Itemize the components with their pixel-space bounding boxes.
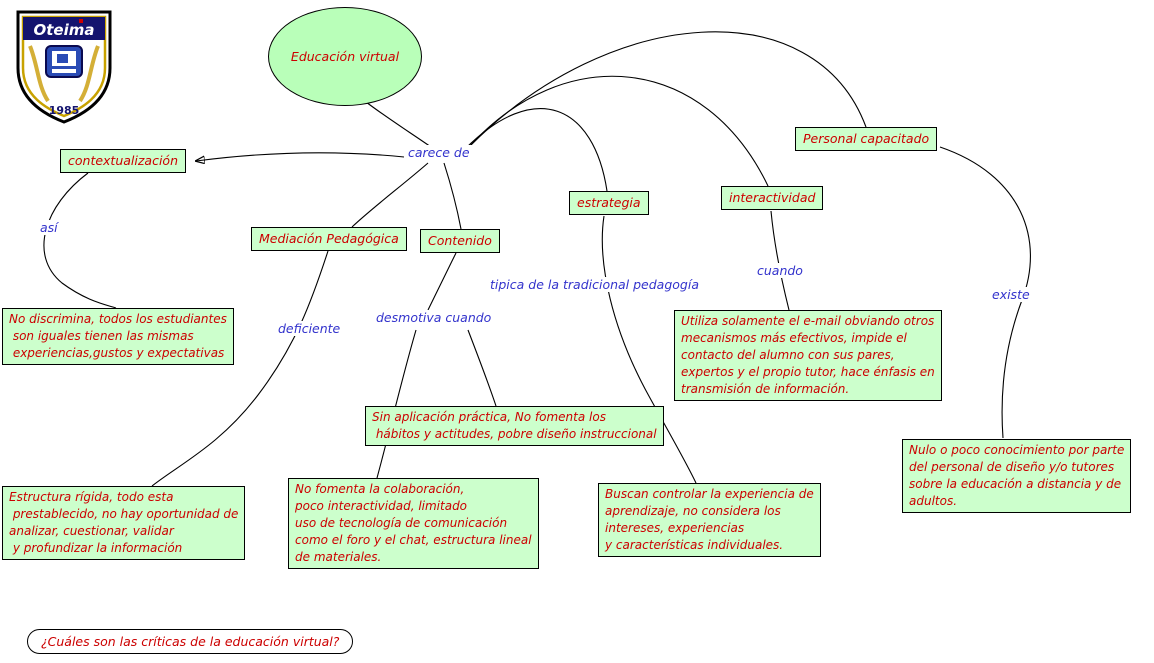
focus-question[interactable]: ¿Cuáles son las críticas de la educación… (27, 629, 354, 654)
link-carece-de[interactable]: carece de (406, 145, 472, 160)
link-tipica[interactable]: tipica de la tradicional pedagogía (488, 277, 701, 292)
node-mediacion-pedagogica[interactable]: Mediación Pedagógica (251, 227, 407, 251)
wire-mediacion-deficiente-estructura (151, 250, 329, 487)
link-deficiente[interactable]: deficiente (276, 321, 343, 336)
wire-root-carece (365, 101, 432, 148)
node-buscan-controlar[interactable]: Buscan controlar la experiencia de apren… (598, 483, 821, 558)
node-nulo-conocimiento[interactable]: Nulo o poco conocimiento por parte del p… (902, 439, 1132, 514)
wire-desmotiva-sinaplicacion (467, 329, 497, 407)
link-desmotiva-cuando[interactable]: desmotiva cuando (374, 310, 494, 325)
node-contextualizacion[interactable]: contextualización (60, 149, 186, 173)
node-estrategia[interactable]: estrategia (569, 191, 649, 215)
logo-name-text: Oteima (34, 21, 95, 39)
wire-carece-estrategia (463, 108, 608, 192)
node-personal-capacitado[interactable]: Personal capacitado (795, 127, 938, 151)
node-no-fomenta[interactable]: No fomenta la colaboración, poco interac… (288, 478, 539, 570)
oteima-shield-icon: Oteima 1985 (16, 10, 112, 124)
wire-carece-contextualizacion (196, 152, 405, 161)
wire-interactividad-cuando-utiliza (770, 210, 790, 311)
node-educacion-virtual-label: Educación virtual (290, 49, 400, 64)
wire-carece-mediacion (351, 162, 429, 228)
oteima-logo: Oteima 1985 (8, 4, 120, 132)
node-utiliza-email[interactable]: Utiliza solamente el e-mail obviando otr… (674, 310, 942, 402)
node-sin-aplicacion[interactable]: Sin aplicación práctica, No fomenta los … (365, 406, 664, 447)
node-no-discrimina[interactable]: No discrimina, todos los estudiantes son… (2, 308, 234, 366)
wire-desmotiva-nofomenta (376, 329, 417, 479)
link-existe[interactable]: existe (990, 287, 1032, 302)
logo-year-text: 1985 (49, 104, 80, 117)
node-educacion-virtual[interactable]: Educación virtual (268, 7, 422, 106)
node-estructura-rigida[interactable]: Estructura rígida, todo esta prestableci… (2, 486, 246, 561)
wire-carece-contenido (443, 162, 462, 230)
wire-carece-interactividad (467, 75, 769, 187)
link-asi[interactable]: así (38, 220, 60, 235)
node-contenido[interactable]: Contenido (420, 229, 500, 253)
link-cuando[interactable]: cuando (755, 263, 805, 278)
wire-contextualizacion-asi-nodiscrimina (43, 172, 117, 309)
wire-contenido-desmotiva (427, 252, 457, 311)
node-interactividad[interactable]: interactividad (721, 186, 824, 210)
wire-estrategia-tipica-buscan (601, 215, 697, 484)
wire-carece-personal (469, 31, 867, 147)
